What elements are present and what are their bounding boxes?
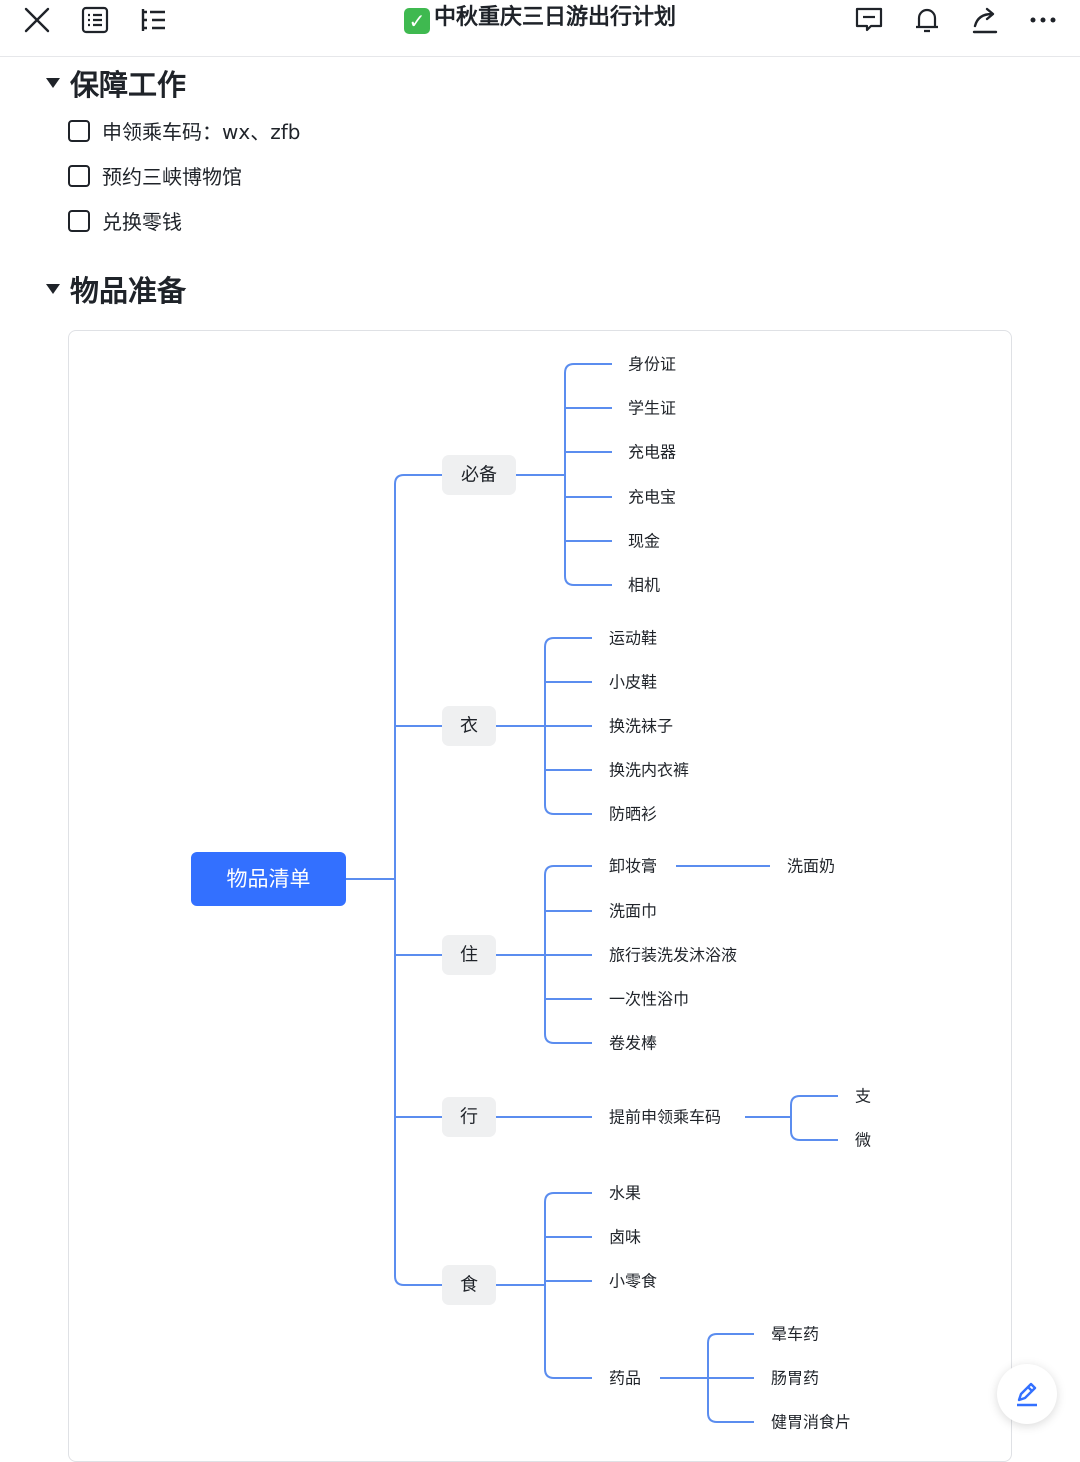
branch-node: [442, 455, 516, 495]
connector-line: [544, 637, 592, 648]
leaf-node-label: 卸妆膏: [609, 857, 657, 876]
branch-node: [442, 1097, 496, 1137]
checkbox[interactable]: [68, 119, 90, 142]
leaf-node-label: 小零食: [609, 1272, 657, 1291]
edit-pencil-icon: [1017, 1382, 1037, 1407]
document-title: ✓中秋重庆三日游出行计划: [0, 2, 1080, 34]
share-icon[interactable]: [959, 0, 1011, 40]
close-icon[interactable]: [11, 0, 63, 40]
collapse-caret-icon[interactable]: [46, 284, 60, 294]
leaf-node-label: 支: [855, 1087, 871, 1106]
comment-icon[interactable]: [843, 0, 895, 40]
leaf-node-label: 洗面奶: [787, 857, 835, 876]
branch-node-label: 住: [460, 945, 478, 966]
leaf-node-label: 学生证: [628, 399, 676, 418]
connector-line: [707, 1333, 754, 1344]
connector-line: [790, 1130, 838, 1141]
connector-line: [790, 1095, 838, 1106]
leaf-node-label: 相机: [628, 576, 660, 595]
leaf-node-label: 旅行装洗发沐浴液: [609, 946, 737, 965]
connector-line: [544, 1368, 592, 1379]
branch-node-label: 食: [460, 1275, 478, 1296]
section-title: 保障工作: [70, 68, 187, 102]
connector-line: [544, 1192, 592, 1203]
connector-line: [544, 865, 592, 876]
check-emoji-icon: ✓: [403, 8, 430, 34]
leaf-node-label: 药品: [609, 1369, 641, 1388]
leaf-node-label: 防晒衫: [609, 805, 657, 824]
bell-icon[interactable]: [901, 0, 953, 40]
outline-icon[interactable]: [69, 0, 121, 40]
connector-line: [544, 804, 592, 815]
leaf-node-label: 微: [855, 1131, 871, 1150]
connector-line: [707, 1412, 754, 1423]
leaf-node-label: 运动鞋: [609, 629, 657, 648]
connector-line: [394, 1275, 442, 1286]
branch-node-label: 必备: [461, 465, 497, 486]
leaf-node-label: 现金: [628, 532, 660, 551]
section-header-guarantee[interactable]: 保障工作: [44, 62, 186, 104]
section-header-items[interactable]: 物品准备: [44, 268, 186, 310]
todo-item[interactable]: 兑换零钱: [68, 206, 182, 235]
leaf-node-label: 卤味: [609, 1228, 641, 1247]
document-title-text: 中秋重庆三日游出行计划: [433, 5, 676, 30]
section-title: 物品准备: [70, 274, 187, 308]
todo-label: 申领乘车码：wx、zfb: [102, 120, 301, 144]
leaf-node-label: 水果: [609, 1184, 641, 1203]
leaf-node-label: 身份证: [628, 355, 676, 374]
leaf-node-label: 换洗内衣裤: [609, 761, 689, 780]
branch-node: [442, 935, 496, 975]
leaf-node-label: 洗面巾: [609, 902, 657, 921]
leaf-node-label: 一次性浴巾: [609, 990, 689, 1009]
root-node: [191, 852, 346, 906]
branch-node: [442, 1265, 496, 1305]
connector-line: [544, 1033, 592, 1044]
branch-node-label: 衣: [460, 716, 478, 737]
leaf-node-label: 提前申领乘车码: [609, 1108, 721, 1127]
checkbox[interactable]: [68, 209, 90, 232]
connector-line: [564, 575, 612, 586]
collapse-caret-icon[interactable]: [46, 78, 60, 88]
todo-label: 兑换零钱: [102, 210, 182, 234]
branch-node-label: 行: [460, 1107, 478, 1128]
leaf-node-label: 卷发棒: [609, 1034, 657, 1053]
todo-item[interactable]: 申领乘车码：wx、zfb: [68, 116, 300, 145]
toc-icon[interactable]: [127, 0, 179, 40]
todo-label: 预约三峡博物馆: [102, 165, 242, 189]
connector-line: [564, 363, 612, 374]
connector-line: [394, 474, 442, 485]
leaf-node-label: 充电宝: [628, 488, 676, 507]
leaf-node-label: 换洗袜子: [609, 717, 673, 736]
edit-button[interactable]: [997, 1364, 1057, 1424]
root-node-label: 物品清单: [227, 867, 311, 891]
leaf-node-label: 充电器: [628, 443, 676, 462]
top-toolbar: ✓中秋重庆三日游出行计划: [0, 0, 1080, 57]
leaf-node-label: 健胃消食片: [771, 1413, 851, 1432]
more-icon[interactable]: [1017, 0, 1069, 40]
todo-item[interactable]: 预约三峡博物馆: [68, 161, 242, 190]
leaf-node-label: 肠胃药: [771, 1369, 819, 1388]
leaf-node-label: 小皮鞋: [609, 673, 657, 692]
leaf-node-label: 晕车药: [771, 1325, 819, 1344]
branch-node: [442, 706, 496, 746]
checkbox[interactable]: [68, 164, 90, 187]
